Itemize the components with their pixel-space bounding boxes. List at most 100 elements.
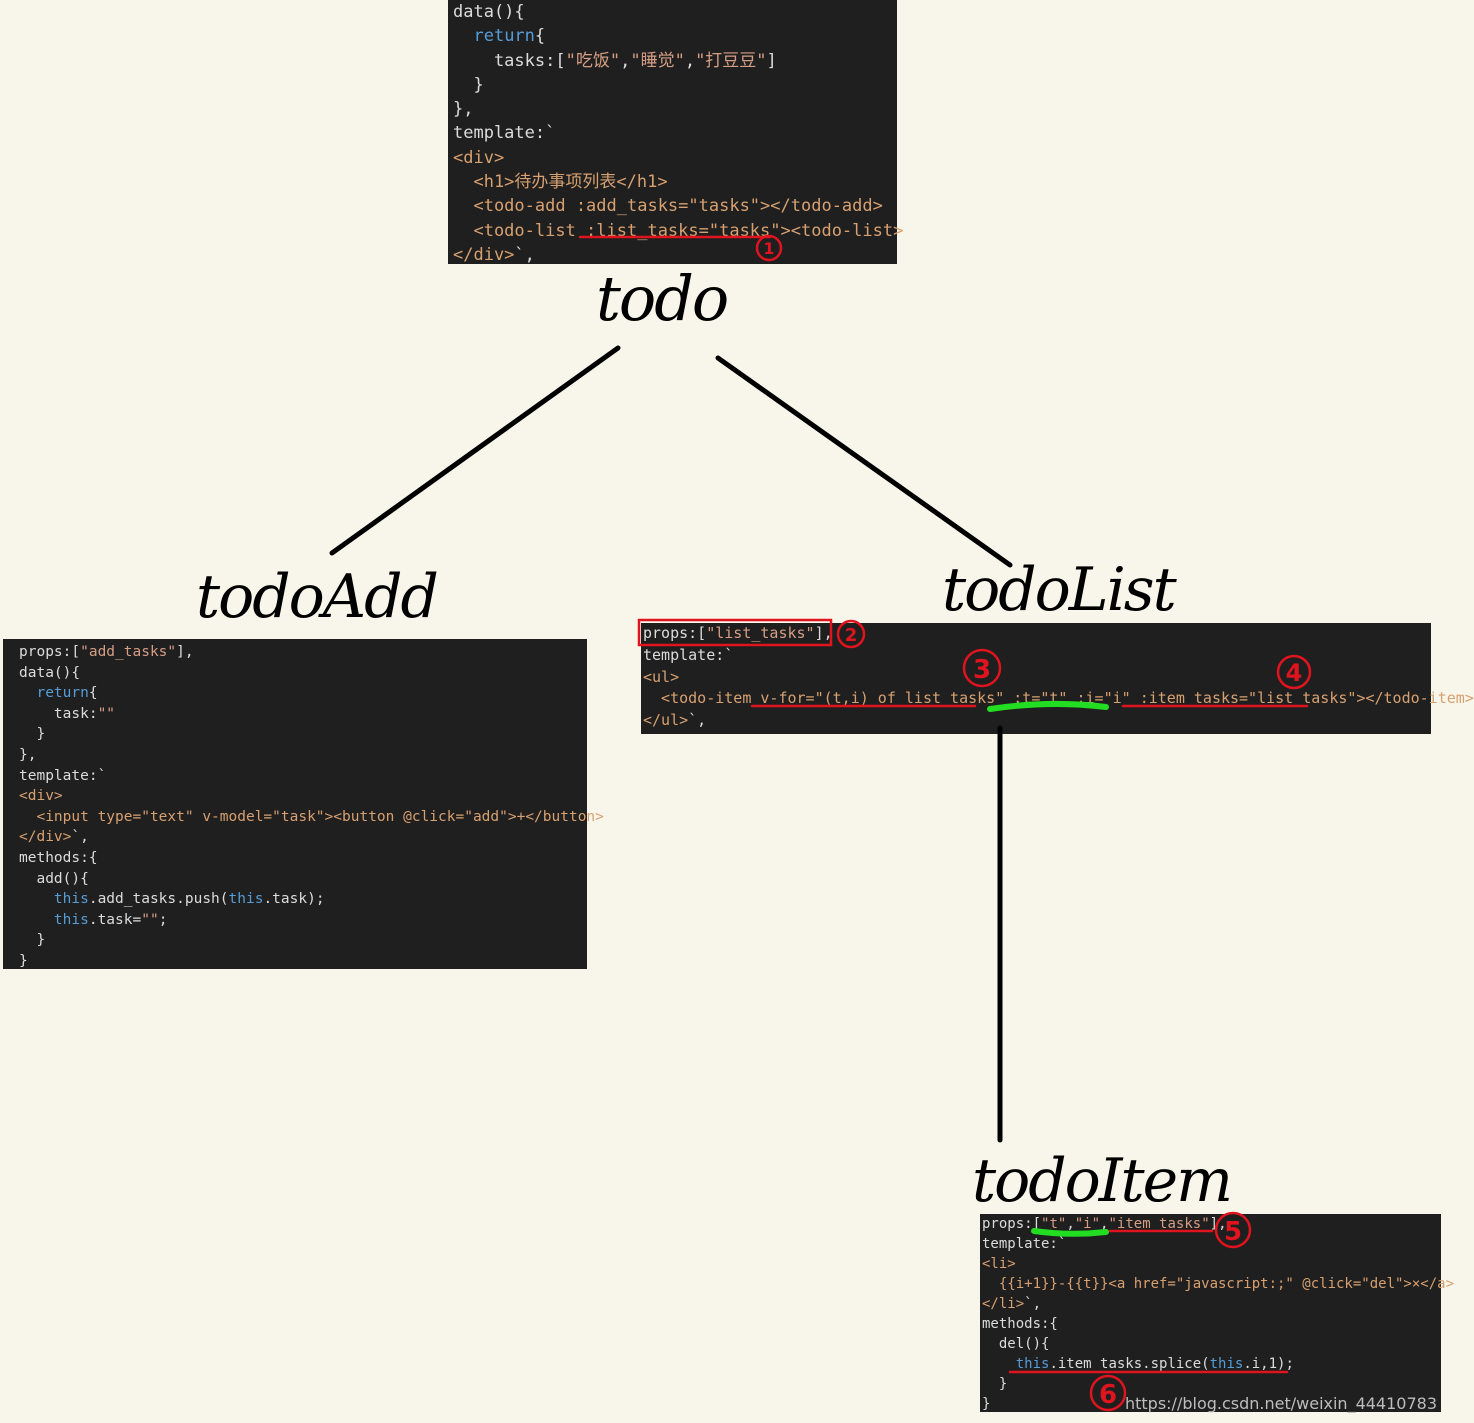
todo-item-code: props:["t","i","item_tasks"],template:` <… [982, 1214, 1454, 1414]
code-token: return [473, 26, 535, 47]
code-token [982, 1356, 1016, 1372]
code-line: template:` [643, 645, 1431, 667]
code-line: } [453, 73, 897, 97]
code-token: <ul> [643, 667, 680, 686]
code-line: } [19, 951, 587, 972]
code-token: <li> [982, 1256, 1016, 1272]
code-token: props:[ [982, 1216, 1042, 1232]
code-token [453, 26, 473, 46]
code-line: methods:{ [19, 848, 587, 869]
code-token: .task= [88, 911, 142, 928]
code-token: data(){ [19, 664, 81, 681]
code-token: data(){ [453, 2, 525, 22]
code-line: return{ [453, 24, 897, 48]
code-line: <todo-item v-for="(t,i) of list_tasks" :… [643, 688, 1474, 710]
label-todo-item: todoItem [972, 1146, 1233, 1216]
label-todo-list: todoList [942, 555, 1177, 625]
code-line: del(){ [982, 1334, 1441, 1354]
code-token: "add_tasks" [80, 644, 177, 660]
code-line: tasks:["吃饭","睡觉","打豆豆"] [453, 49, 897, 73]
code-token: .task); [263, 891, 325, 908]
code-token: } [982, 1376, 1008, 1392]
code-line: } [982, 1374, 1441, 1394]
code-token: , [684, 50, 696, 71]
code-line: <h1>待办事项列表</h1> [453, 170, 897, 194]
code-line: } [982, 1394, 1441, 1414]
code-line: this.task=""; [19, 910, 587, 931]
code-token: tasks:[ [453, 50, 566, 71]
code-token: } [982, 1396, 991, 1412]
code-token: template:` [453, 123, 556, 144]
code-line: props:["t","i","item_tasks"], [982, 1214, 1441, 1234]
code-token [19, 891, 54, 907]
code-line: <li> [982, 1254, 1441, 1274]
code-token: "睡觉" [630, 50, 685, 71]
todo-code-panel: data(){ return{ tasks:["吃饭","睡觉","打豆豆"] … [448, 0, 903, 267]
code-line: <input type="text" v-model="task"><butto… [19, 807, 603, 828]
code-line: data(){ [19, 663, 587, 684]
code-token: del(){ [982, 1336, 1050, 1352]
code-line: } [19, 724, 587, 745]
code-token: {{i+1}}-{{t}}<a href="javascript:;" @cli… [982, 1276, 1455, 1292]
code-token: task: [19, 705, 98, 722]
code-token: <div> [453, 147, 505, 168]
code-token: ], [176, 644, 194, 660]
code-token: <h1>待办事项列表</h1> [453, 172, 668, 193]
code-token: methods:{ [982, 1316, 1058, 1332]
code-token: </div> [19, 829, 72, 846]
code-line: add(){ [19, 869, 587, 890]
code-token: add(){ [19, 870, 89, 887]
code-line: } [19, 930, 587, 951]
code-token [19, 685, 36, 701]
code-line: </div>`, [19, 827, 587, 848]
code-token: return [36, 685, 89, 702]
code-token: `, [514, 244, 535, 265]
code-token: "t" [1041, 1216, 1067, 1232]
code-token: `, [71, 829, 89, 846]
code-token [19, 912, 54, 928]
code-line: </ul>`, [643, 710, 1431, 732]
code-token: ; [158, 911, 168, 928]
code-line: template:` [453, 121, 897, 145]
code-token: "list_tasks" [706, 624, 815, 642]
code-line: this.item_tasks.splice(this.i,1); [982, 1354, 1441, 1374]
code-line: methods:{ [982, 1314, 1441, 1334]
todo-code: data(){ return{ tasks:["吃饭","睡觉","打豆豆"] … [453, 0, 903, 267]
code-token: "" [97, 705, 116, 722]
code-token: { [88, 685, 98, 702]
todo-add-code: props:["add_tasks"],data(){ return{ task… [19, 642, 604, 972]
code-token: .item_tasks.splice( [1049, 1356, 1210, 1372]
code-token: } [453, 74, 484, 95]
code-token: this [1015, 1356, 1050, 1372]
code-line: <todo-add :add_tasks="tasks"></todo-add> [453, 194, 897, 218]
code-line: task:"" [19, 704, 587, 725]
code-line: props:["list_tasks"], [643, 623, 1431, 645]
code-token: template:` [643, 645, 734, 664]
code-token: </li> [982, 1296, 1025, 1312]
code-token: .add_tasks.push( [88, 891, 229, 908]
todo-list-code-panel: props:["list_tasks"],template:` <ul> <tod… [641, 623, 1474, 734]
watermark: https://blog.csdn.net/weixin_44410783 [1124, 1394, 1437, 1413]
label-todo-add: todoAdd [196, 562, 439, 632]
code-token: <todo-add :add_tasks="tasks"></todo-add> [453, 196, 883, 217]
code-line: </li>`, [982, 1294, 1441, 1314]
code-token: "吃饭" [565, 50, 621, 71]
todo-add-code-panel: props:["add_tasks"],data(){ return{ task… [3, 639, 604, 972]
code-token: `, [688, 711, 707, 730]
code-token: , [620, 50, 631, 71]
code-line: }, [19, 745, 587, 766]
code-token: , [1066, 1216, 1075, 1232]
code-token: <todo-list :list_tasks="tasks"><todo-lis… [453, 220, 904, 241]
code-token: `, [1024, 1296, 1042, 1312]
code-token: { [534, 26, 546, 47]
code-line: <ul> [643, 667, 1431, 689]
code-token: } [19, 952, 28, 969]
code-line: </div>`, [453, 243, 897, 267]
code-line: {{i+1}}-{{t}}<a href="javascript:;" @cli… [982, 1274, 1454, 1294]
code-line: }, [453, 97, 897, 121]
code-line: template:` [982, 1234, 1441, 1254]
code-token: <input type="text" v-model="task"><butto… [19, 808, 604, 825]
code-token: ], [814, 624, 833, 642]
code-token: template:` [19, 767, 107, 784]
connector-todo-to-todo-list [715, 355, 1013, 568]
